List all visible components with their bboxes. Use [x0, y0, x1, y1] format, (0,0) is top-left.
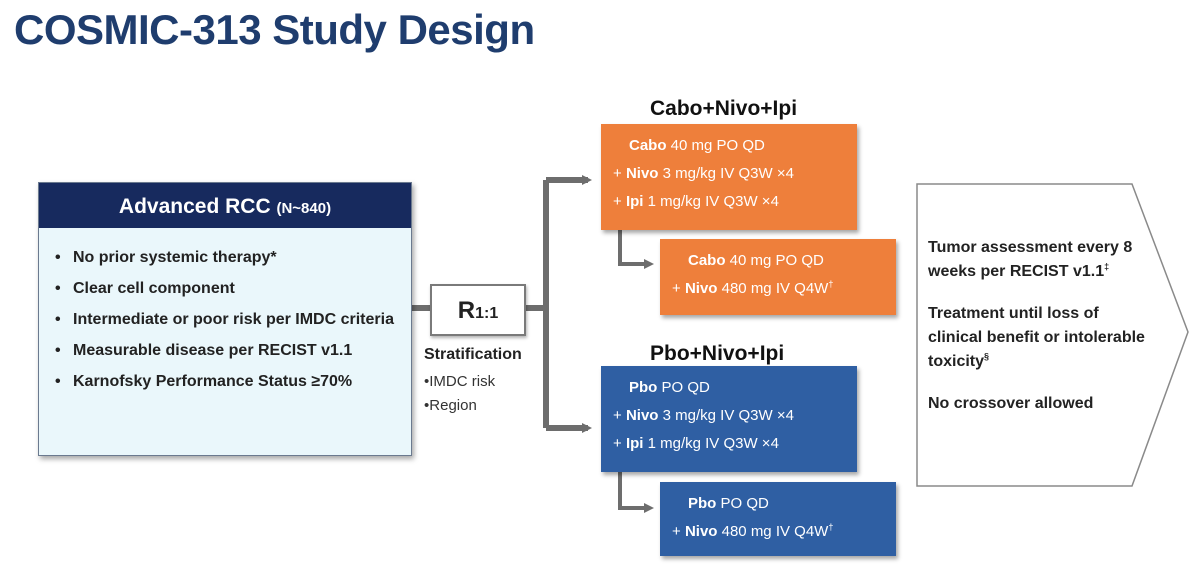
- crossover-note: No crossover allowed: [928, 395, 1094, 412]
- treatment-duration-note: Treatment until loss of clinical benefit…: [928, 305, 1145, 370]
- stratification-factor: IMDC risk: [424, 370, 495, 394]
- criterion-item: Karnofsky Performance Status ≥70%: [55, 369, 405, 395]
- randomization-box: R1:1: [430, 284, 526, 336]
- dose-line: + Nivo 3 mg/kg IV Q3W ×4: [613, 407, 794, 424]
- criterion-item: Clear cell component: [55, 276, 405, 302]
- dose-line: Cabo 40 mg PO QD: [629, 137, 765, 154]
- dose-line: + Ipi 1 mg/kg IV Q3W ×4: [613, 435, 779, 452]
- criterion-item: Intermediate or poor risk per IMDC crite…: [55, 307, 405, 333]
- population-title: Advanced RCC: [118, 195, 271, 218]
- population-header: Advanced RCC (N~840): [39, 183, 411, 228]
- population-size: (N~840): [276, 200, 332, 217]
- randomization-ratio: 1:1: [475, 305, 499, 322]
- stratification-factors: IMDC risk Region: [424, 370, 495, 418]
- dose-line: + Nivo 3 mg/kg IV Q3W ×4: [613, 165, 794, 182]
- arrow-arm-a-to-maintenance: [618, 224, 654, 269]
- dose-line: + Ipi 1 mg/kg IV Q3W ×4: [613, 193, 779, 210]
- arm-a-maintenance-box: Cabo 40 mg PO QD + Nivo 480 mg IV Q4W†: [660, 239, 896, 315]
- stratification-factor: Region: [424, 394, 495, 418]
- stratification-title: Stratification: [424, 346, 522, 363]
- tumor-assessment-note: Tumor assessment every 8 weeks per RECIS…: [928, 239, 1133, 280]
- population-box: Advanced RCC (N~840) No prior systemic t…: [38, 182, 412, 456]
- randomization-label: R: [457, 297, 476, 324]
- page-title: COSMIC-313 Study Design: [14, 6, 535, 53]
- dose-line: Pbo PO QD: [629, 379, 710, 396]
- dose-line: + Nivo 480 mg IV Q4W†: [672, 522, 834, 541]
- dose-line: Cabo 40 mg PO QD: [688, 252, 824, 269]
- arm-b-maintenance-box: Pbo PO QD + Nivo 480 mg IV Q4W†: [660, 482, 896, 556]
- criterion-item: Measurable disease per RECIST v1.1: [55, 338, 405, 364]
- arm-b-induction-box: Pbo PO QD + Nivo 3 mg/kg IV Q3W ×4 + Ipi…: [601, 366, 857, 472]
- followup-chevron: [916, 183, 1189, 487]
- arm-a-label: Cabo+Nivo+Ipi: [650, 97, 798, 120]
- arm-a-induction-box: Cabo 40 mg PO QD + Nivo 3 mg/kg IV Q3W ×…: [601, 124, 857, 230]
- dose-line: + Nivo 480 mg IV Q4W†: [672, 279, 834, 298]
- eligibility-criteria-list: No prior systemic therapy* Clear cell co…: [55, 245, 405, 400]
- followup-text: Tumor assessment every 8 weeks per RECIS…: [928, 236, 1148, 434]
- arrow-arm-b-to-maintenance: [618, 470, 654, 513]
- dose-line: Pbo PO QD: [688, 495, 769, 512]
- criterion-item: No prior systemic therapy*: [55, 245, 405, 271]
- arm-b-label: Pbo+Nivo+Ipi: [650, 342, 785, 365]
